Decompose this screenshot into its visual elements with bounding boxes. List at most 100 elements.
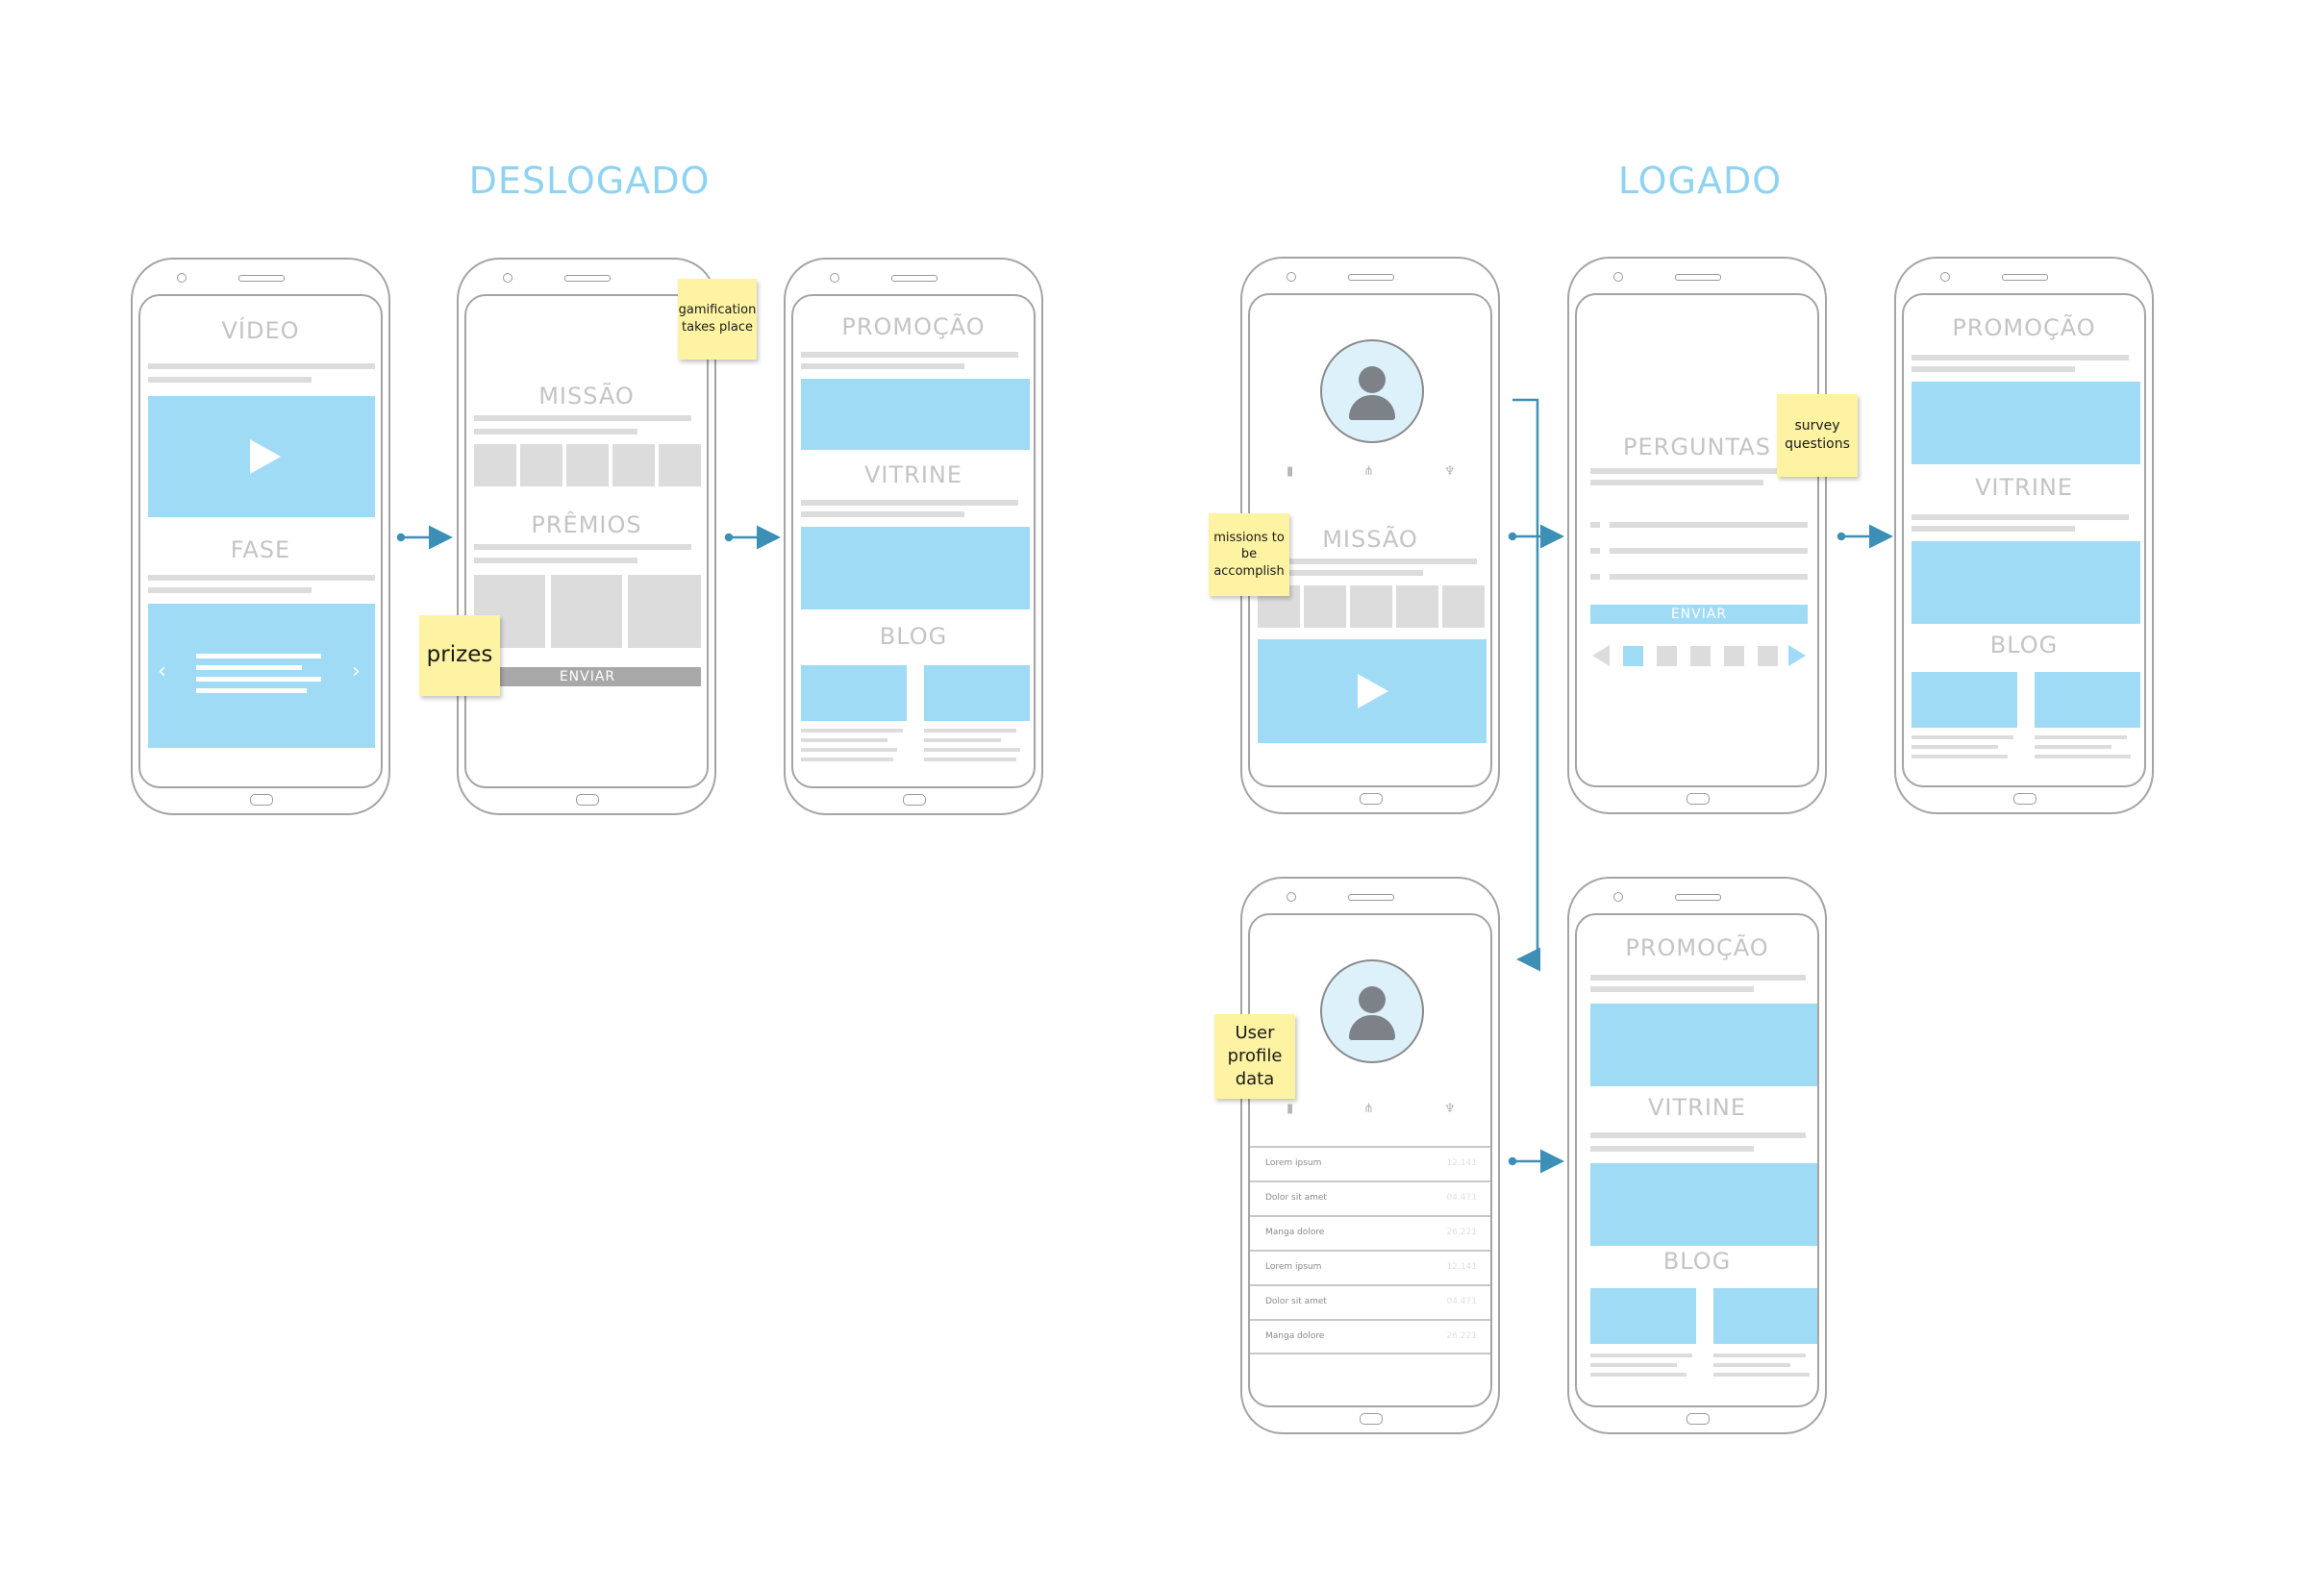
- mission-slot[interactable]: [520, 444, 562, 486]
- chevron-right-icon[interactable]: [1788, 645, 1806, 666]
- blog-card[interactable]: [1590, 1288, 1696, 1344]
- blog-card[interactable]: [1912, 672, 2017, 728]
- camera: [1287, 272, 1296, 282]
- blog-card[interactable]: [924, 665, 1030, 721]
- lock-icon[interactable]: ▮: [1287, 1102, 1294, 1116]
- mission-slot[interactable]: [1396, 585, 1438, 628]
- trophy-icon[interactable]: ♆: [1444, 464, 1456, 479]
- chevron-right-icon[interactable]: ›: [352, 659, 361, 683]
- mission-slot[interactable]: [566, 444, 609, 486]
- text-line: [2035, 735, 2127, 739]
- carousel-text-line: [196, 688, 307, 693]
- enviar-button[interactable]: ENVIAR: [474, 667, 701, 686]
- home-button: [903, 794, 926, 806]
- page-indicator[interactable]: [1724, 646, 1744, 666]
- screen: PROMOÇÃO VITRINE BLOG: [791, 294, 1036, 788]
- text-line: [1912, 755, 2008, 758]
- text-line: [1590, 1146, 1754, 1152]
- hierarchy-icon[interactable]: ⋔: [1363, 464, 1374, 479]
- screen-title-vitrine: VITRINE: [1647, 1094, 1747, 1121]
- promo-banner[interactable]: [1590, 1004, 1817, 1086]
- blog-card[interactable]: [1713, 1288, 1817, 1344]
- home-button: [1687, 1413, 1710, 1425]
- hierarchy-icon[interactable]: ⋔: [1363, 1102, 1374, 1116]
- question-line[interactable]: [1610, 574, 1808, 580]
- home-button: [576, 794, 599, 806]
- text-line: [1590, 986, 1754, 992]
- text-line: [474, 558, 637, 563]
- screen-title-promocao: PROMOÇÃO: [1625, 934, 1769, 961]
- prize-slot[interactable]: [551, 575, 622, 648]
- phone-promocao-logado: PROMOÇÃO VITRINE BLOG: [1894, 257, 2154, 814]
- lock-icon[interactable]: ▮: [1287, 464, 1294, 479]
- screen-title-blog: BLOG: [1662, 1248, 1732, 1275]
- mission-slot[interactable]: [1442, 585, 1485, 628]
- avatar-head: [1359, 986, 1386, 1013]
- blog-card[interactable]: [2035, 672, 2140, 728]
- text-line: [801, 738, 887, 742]
- phase-carousel[interactable]: ‹ ›: [148, 604, 375, 748]
- text-line: [1713, 1373, 1810, 1377]
- mission-slot[interactable]: [659, 444, 701, 486]
- page-indicator[interactable]: [1623, 646, 1643, 666]
- text-line: [801, 363, 964, 369]
- camera: [830, 273, 839, 283]
- screen-title-missao: MISSÃO: [1322, 526, 1418, 553]
- page-indicator[interactable]: [1657, 646, 1677, 666]
- prize-slot[interactable]: [628, 575, 701, 648]
- list-item[interactable]: Lorem ipsum 12.141: [1250, 1250, 1490, 1283]
- trophy-icon[interactable]: ♆: [1444, 1102, 1456, 1116]
- text-line: [924, 758, 1016, 761]
- speaker: [1348, 274, 1394, 281]
- play-icon[interactable]: [1358, 674, 1388, 708]
- vitrine-banner[interactable]: [1590, 1163, 1817, 1246]
- mission-slot[interactable]: [474, 444, 516, 486]
- mission-slot[interactable]: [612, 444, 655, 486]
- list-item[interactable]: Dolor sit amet 04.471: [1250, 1180, 1490, 1214]
- screen: PERGUNTAS ENVIAR: [1575, 293, 1819, 787]
- text-line: [801, 748, 897, 752]
- screen: MISSÃO PRÊMIOS ENVIAR: [464, 294, 709, 788]
- page-indicator[interactable]: [1690, 646, 1711, 666]
- speaker: [1675, 894, 1721, 901]
- vitrine-banner[interactable]: [1912, 541, 2140, 624]
- text-line: [1713, 1354, 1806, 1357]
- enviar-button[interactable]: ENVIAR: [1590, 605, 1808, 624]
- text-line: [1590, 1132, 1806, 1138]
- speaker: [1675, 274, 1721, 281]
- question-line[interactable]: [1610, 522, 1808, 528]
- text-line: [2035, 745, 2112, 749]
- vitrine-banner[interactable]: [801, 527, 1030, 609]
- text-line: [801, 500, 1018, 506]
- blog-card[interactable]: [801, 665, 907, 721]
- promo-banner[interactable]: [801, 379, 1030, 450]
- video-player[interactable]: [1258, 639, 1487, 743]
- list-item-label: Manga dolore: [1265, 1228, 1325, 1237]
- camera: [177, 273, 187, 283]
- list-item[interactable]: Dolor sit amet 04.471: [1250, 1284, 1490, 1318]
- phone-promocao-perfil: PROMOÇÃO VITRINE BLOG: [1567, 877, 1827, 1434]
- chevron-left-icon[interactable]: ‹: [158, 659, 166, 683]
- chevron-left-icon[interactable]: [1592, 645, 1610, 666]
- question-line[interactable]: [1610, 548, 1808, 554]
- list-item[interactable]: Manga dolore 26.221: [1250, 1215, 1490, 1249]
- list-item-label: Dolor sit amet: [1265, 1297, 1327, 1306]
- screen-title-promocao: PROMOÇÃO: [1952, 314, 2096, 341]
- screen-title-blog: BLOG: [1989, 632, 2059, 658]
- user-avatar-icon[interactable]: [1320, 339, 1424, 443]
- text-line: [474, 429, 637, 435]
- mission-slot[interactable]: [1350, 585, 1392, 628]
- list-item[interactable]: Manga dolore 26.221: [1250, 1319, 1490, 1354]
- list-item[interactable]: Lorem ipsum 12.141: [1250, 1146, 1490, 1180]
- promo-banner[interactable]: [1912, 382, 2140, 464]
- camera: [1940, 272, 1950, 282]
- play-icon[interactable]: [250, 439, 281, 474]
- page-indicator[interactable]: [1758, 646, 1778, 666]
- list-item-label: Lorem ipsum: [1265, 1262, 1322, 1272]
- video-player[interactable]: [148, 396, 375, 517]
- user-avatar-icon[interactable]: [1320, 959, 1424, 1063]
- text-line: [1590, 468, 1808, 474]
- mission-slot[interactable]: [1304, 585, 1346, 628]
- avatar-body: [1349, 1015, 1395, 1040]
- speaker: [238, 275, 285, 282]
